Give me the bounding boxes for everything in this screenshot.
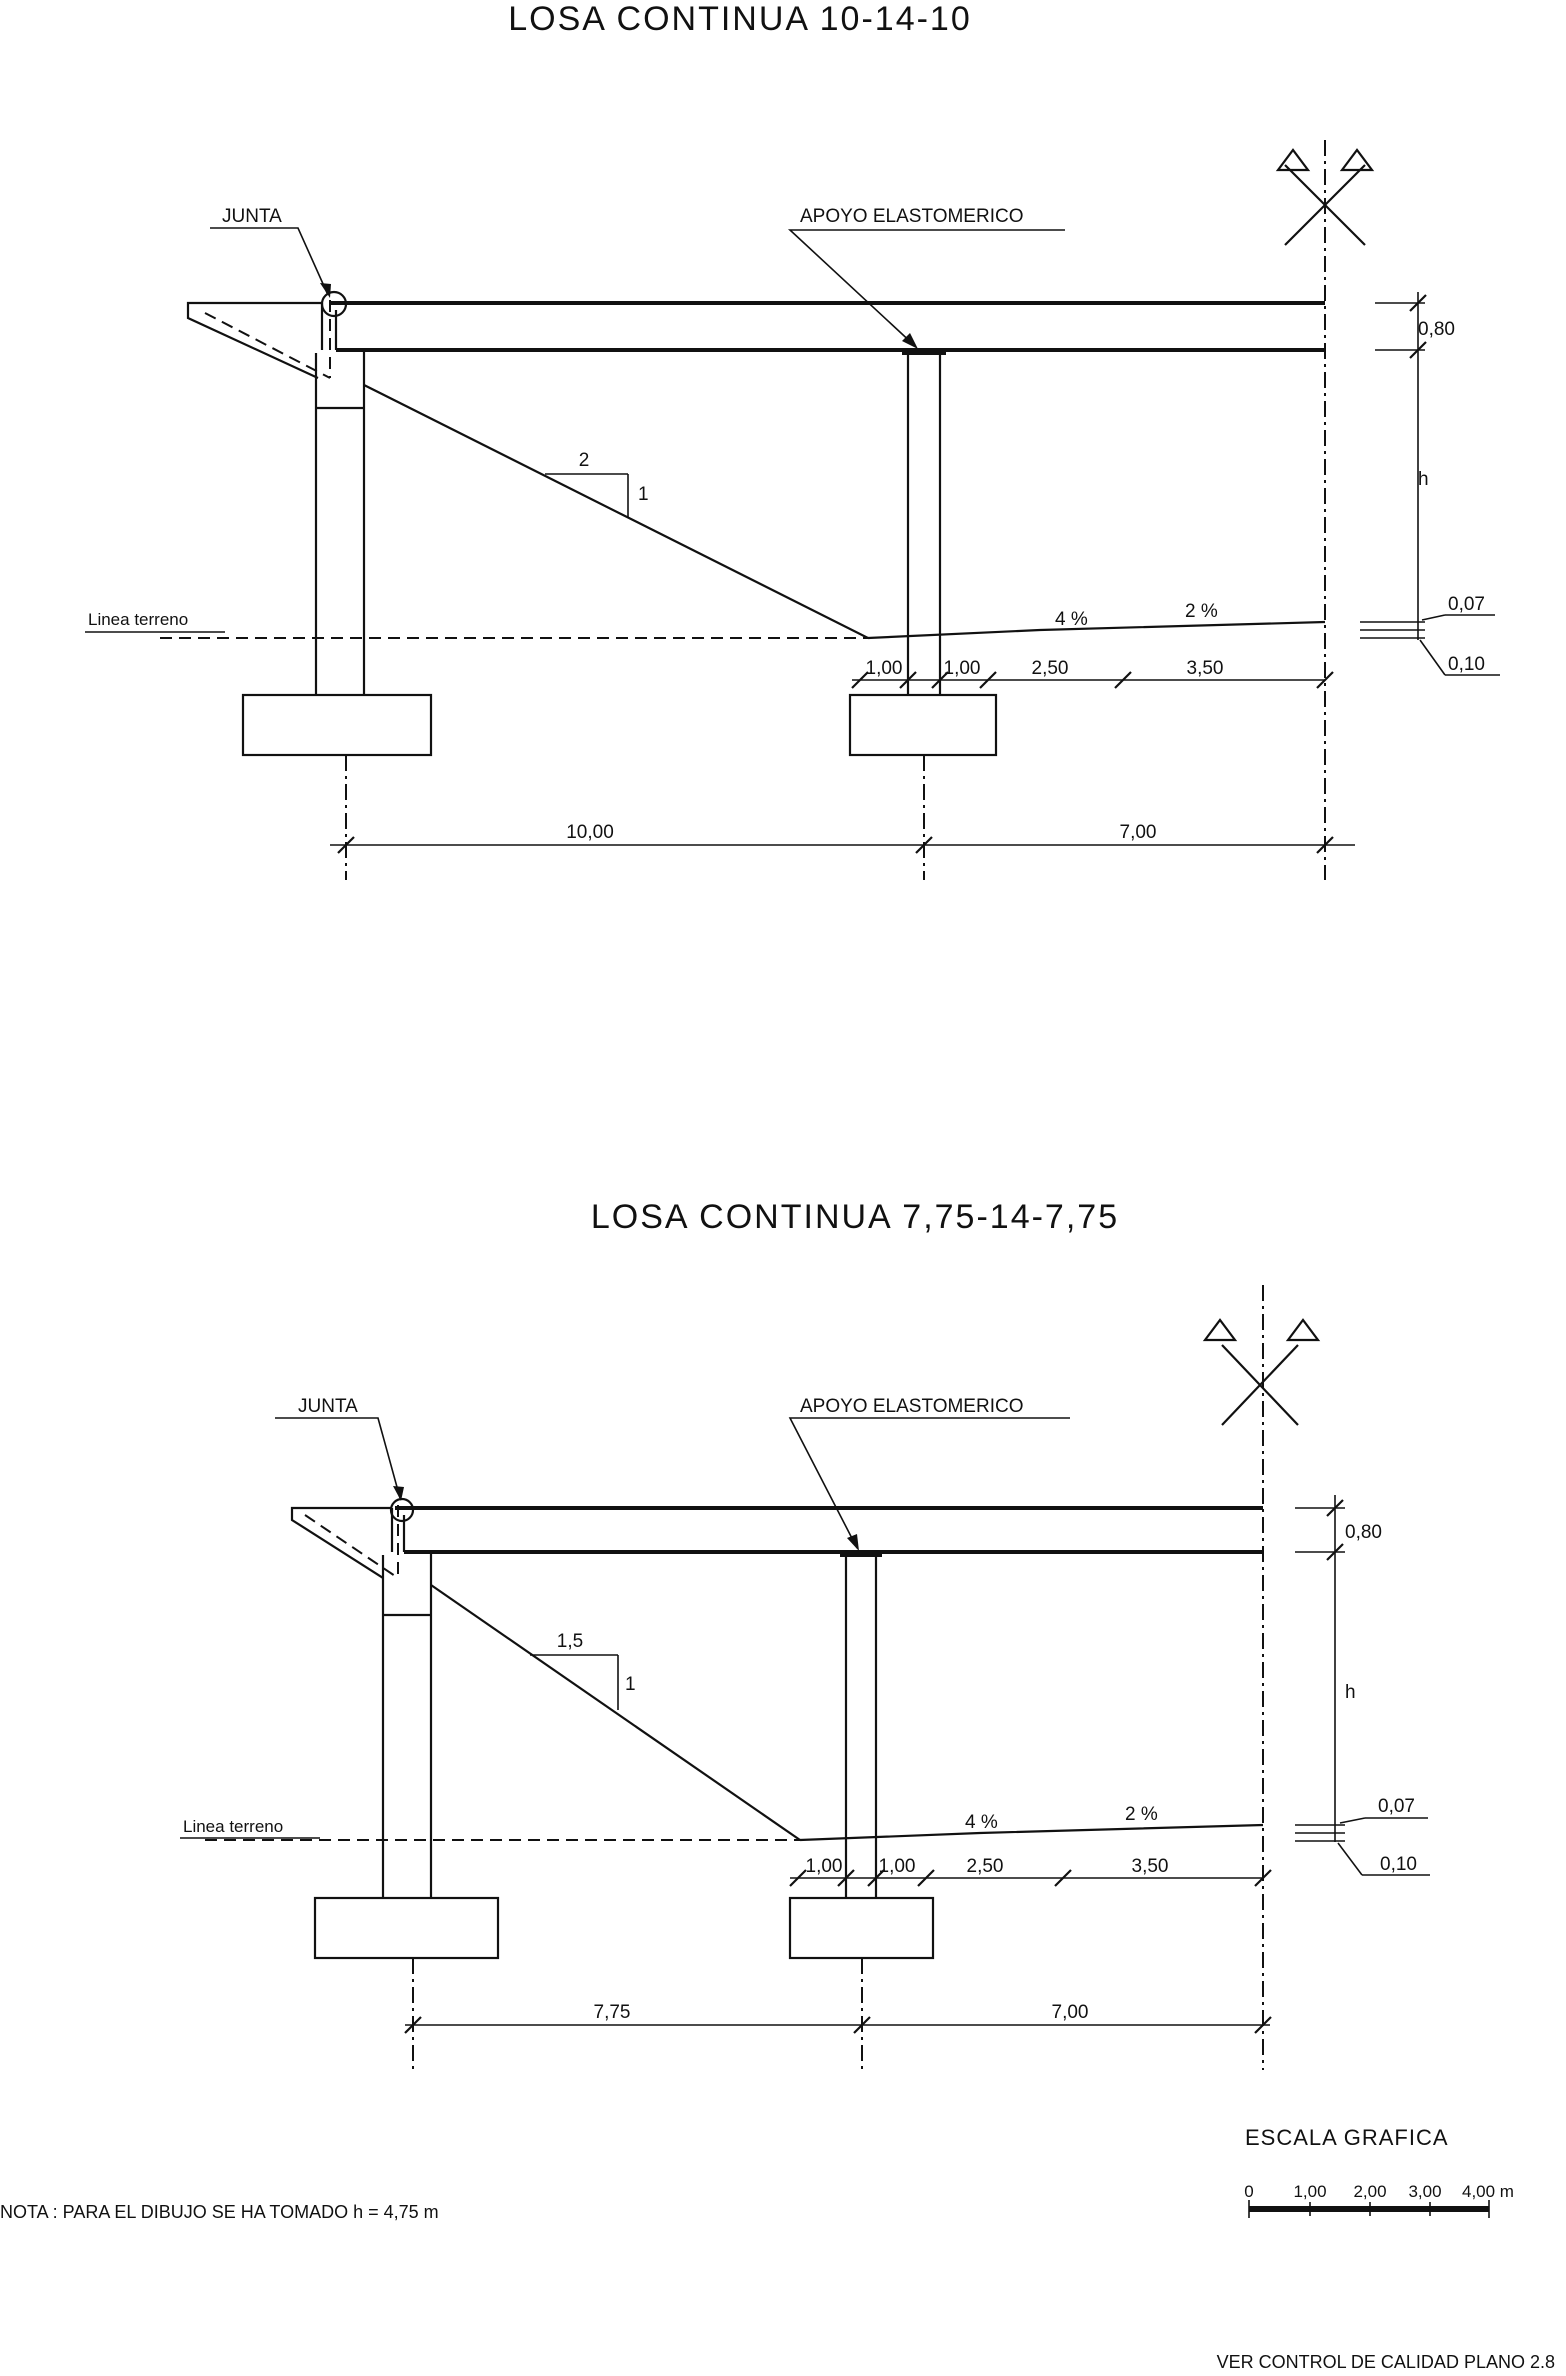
top-junta-label: JUNTA bbox=[222, 206, 282, 227]
bottom-road-surface bbox=[799, 1823, 1264, 1842]
top-left-footing bbox=[241, 693, 433, 757]
bottom-span2: 7,00 bbox=[1052, 2002, 1089, 2023]
bottom-d100b: 1,00 bbox=[879, 1856, 916, 1877]
bottom-symmetry-axis bbox=[1202, 1285, 1321, 2070]
top-linea-label: Linea terreno bbox=[88, 610, 188, 629]
bottom-pier-dims: 1,00 1,00 2,50 3,50 bbox=[789, 1856, 1272, 1887]
bottom-left-abutment bbox=[304, 1497, 500, 1960]
top-d100b: 1,00 bbox=[944, 658, 981, 679]
top-slope-indicator: 2 1 bbox=[545, 450, 649, 518]
bottom-slope-indicator: 1,5 1 bbox=[530, 1631, 636, 1710]
bottom-d007: 0,07 bbox=[1378, 1796, 1415, 1817]
top-flag-right-icon bbox=[1339, 148, 1375, 172]
bottom-pier-footing bbox=[788, 1896, 935, 1960]
top-apoyo-label: APOYO ELASTOMERICO bbox=[800, 206, 1023, 227]
top-span2: 7,00 bbox=[1120, 822, 1157, 843]
bottom-d100a: 1,00 bbox=[806, 1856, 843, 1877]
top-deck-slab bbox=[186, 301, 1325, 379]
graphic-scale: ESCALA GRAFICA 0 1,00 2,00 3,00 4,00 m bbox=[1244, 2125, 1514, 2218]
top-junta-circle bbox=[320, 290, 348, 318]
top-flag-left-icon bbox=[1275, 148, 1311, 172]
bottom-linea-label: Linea terreno bbox=[183, 1817, 283, 1836]
top-span1: 10,00 bbox=[566, 822, 614, 843]
bottom-junta-label: JUNTA bbox=[298, 1396, 358, 1417]
top-pct2: 2 % bbox=[1185, 601, 1218, 622]
top-d350: 3,50 bbox=[1187, 658, 1224, 679]
footer-text: VER CONTROL DE CALIDAD PLANO 2.8 bbox=[1217, 2352, 1555, 2372]
scale-title: ESCALA GRAFICA bbox=[1245, 2125, 1449, 2150]
top-dh: h bbox=[1418, 469, 1429, 490]
scale-tick-2: 2,00 bbox=[1353, 2182, 1386, 2201]
bottom-slope-line bbox=[430, 1584, 801, 1841]
top-pier-dims: 1,00 1,00 2,50 3,50 bbox=[851, 658, 1334, 689]
bottom-span-dims: 7,75 7,00 bbox=[404, 1958, 1272, 2070]
top-pier-footing bbox=[848, 693, 998, 757]
bottom-pct2: 2 % bbox=[1125, 1804, 1158, 1825]
top-pct1: 4 % bbox=[1055, 609, 1088, 630]
nota-text: NOTA : PARA EL DIBUJO SE HA TOMADO h = 4… bbox=[0, 2202, 439, 2222]
bottom-section: LOSA CONTINUA 7,75-14-7,75 1,5 1 bbox=[180, 1198, 1430, 2070]
scale-tick-0: 0 bbox=[1244, 2182, 1253, 2201]
bottom-d250: 2,50 bbox=[967, 1856, 1004, 1877]
bottom-slope-h: 1,5 bbox=[557, 1631, 583, 1652]
bottom-deck-slab bbox=[290, 1506, 1263, 1579]
top-d080: 0,80 bbox=[1418, 319, 1455, 340]
top-section: LOSA CONTINUA 10-14-10 2 1 bbox=[85, 0, 1500, 880]
bottom-flag-right-icon bbox=[1285, 1318, 1321, 1342]
top-d010: 0,10 bbox=[1448, 654, 1485, 675]
bottom-flag-left-icon bbox=[1202, 1318, 1238, 1342]
top-title: LOSA CONTINUA 10-14-10 bbox=[508, 0, 972, 38]
top-span-dims: 10,00 7,00 bbox=[330, 755, 1355, 880]
bottom-junta-circle bbox=[389, 1497, 415, 1523]
top-symmetry-axis bbox=[1275, 140, 1375, 880]
top-road-surface bbox=[867, 620, 1326, 640]
bottom-left-footing bbox=[313, 1896, 500, 1960]
bottom-apoyo-label: APOYO ELASTOMERICO bbox=[800, 1396, 1023, 1417]
top-d100a: 1,00 bbox=[866, 658, 903, 679]
top-right-dims: 0,80 h 0,07 0,10 bbox=[1360, 292, 1500, 676]
bottom-title: LOSA CONTINUA 7,75-14-7,75 bbox=[591, 1198, 1119, 1236]
bottom-slope-v: 1 bbox=[625, 1674, 636, 1695]
bottom-d080: 0,80 bbox=[1345, 1522, 1382, 1543]
bottom-pier bbox=[788, 1553, 935, 1960]
bottom-d010: 0,10 bbox=[1380, 1854, 1417, 1875]
top-d007: 0,07 bbox=[1448, 594, 1485, 615]
scale-tick-1: 1,00 bbox=[1293, 2182, 1326, 2201]
bottom-pct1: 4 % bbox=[965, 1812, 998, 1833]
bottom-d350: 3,50 bbox=[1132, 1856, 1169, 1877]
top-slope-v: 1 bbox=[638, 484, 649, 505]
bottom-span1: 7,75 bbox=[594, 2002, 631, 2023]
scale-tick-3: 3,00 bbox=[1408, 2182, 1441, 2201]
top-pier bbox=[848, 351, 998, 757]
top-slope-h: 2 bbox=[579, 450, 590, 471]
bottom-d-h: h bbox=[1345, 1682, 1356, 1703]
bottom-right-dims: 0,80 h 0,07 0,10 bbox=[1295, 1495, 1430, 1876]
top-left-abutment bbox=[204, 290, 433, 757]
top-d250: 2,50 bbox=[1032, 658, 1069, 679]
scale-tick-4: 4,00 m bbox=[1462, 2182, 1514, 2201]
top-slope-line bbox=[363, 384, 869, 639]
